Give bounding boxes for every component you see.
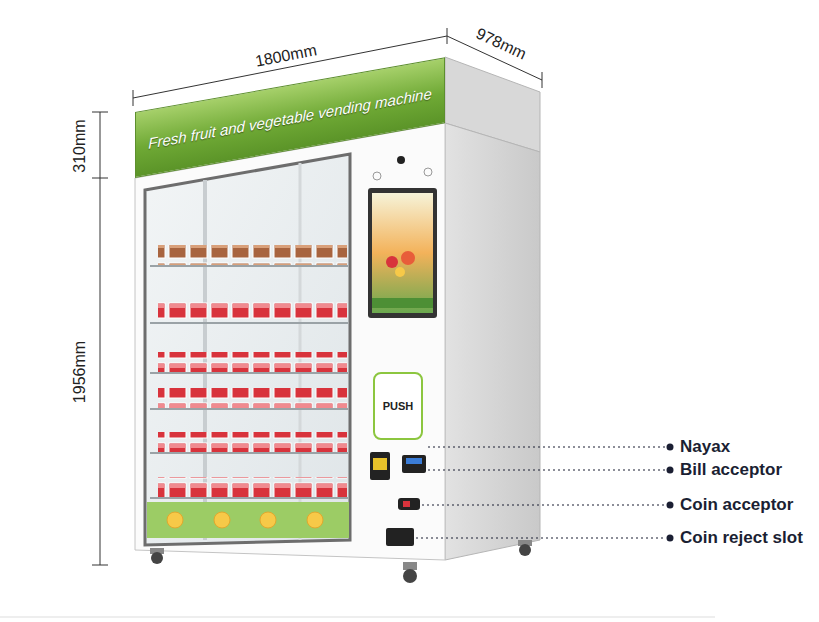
control-panel-part — [386, 256, 398, 268]
control-panel-part — [424, 168, 432, 176]
control-panel-part — [401, 251, 415, 265]
leader-lines-part — [416, 537, 666, 538]
control-panel-part — [406, 458, 422, 464]
control-panel-part — [373, 458, 387, 470]
glass-window-part — [150, 266, 348, 498]
dimension-label: 310mm — [71, 119, 89, 172]
glass-window-part — [147, 502, 349, 538]
leader-lines — [416, 447, 666, 538]
glass-window-part-part — [260, 512, 276, 528]
dimension-lines — [92, 28, 542, 565]
control-panel-part — [403, 501, 410, 507]
callout-label: Coin reject slot — [680, 529, 803, 548]
dimension-label: 978mm — [473, 25, 529, 64]
cabinet-part — [135, 123, 445, 560]
coin-reject-slot — [386, 528, 414, 546]
glass-window-part-part — [307, 512, 323, 528]
dimension-label: 1800mm — [254, 41, 318, 70]
leader-dots-part — [667, 502, 674, 509]
control-panel-part — [372, 193, 433, 313]
glass-window-part — [158, 432, 347, 452]
casters-part — [403, 569, 417, 583]
dimension-lines-part — [100, 112, 101, 565]
control-panel-part — [368, 188, 437, 318]
glass-window-part-part — [150, 497, 348, 499]
cabinet-part — [445, 123, 540, 560]
glass-window-part — [158, 352, 347, 372]
casters-part — [403, 562, 417, 570]
callout-label: Coin reject slot — [680, 529, 803, 548]
callout-label: Bill acceptor — [680, 461, 782, 480]
callout-label: Nayax — [680, 438, 730, 457]
ground-line — [0, 617, 715, 618]
dimension-lines-part — [92, 112, 108, 113]
casters — [150, 540, 532, 583]
callout-label: Coin acceptor — [680, 496, 793, 515]
glass-window-part — [158, 245, 347, 265]
dimension-label: 978mm — [473, 25, 529, 63]
bill-acceptor — [402, 455, 426, 473]
leader-lines-part — [422, 504, 666, 505]
nayax-reader — [370, 452, 390, 480]
control-panel — [368, 156, 437, 546]
leader-lines-part — [428, 446, 666, 447]
casters-part — [519, 544, 531, 556]
dimension-label: 310mm — [71, 119, 89, 172]
glass-window-part — [158, 388, 347, 408]
control-panel-part — [372, 298, 433, 308]
leader-dots-part — [667, 444, 674, 451]
dimension-label: 1956mm — [71, 341, 89, 403]
callout-label: Coin acceptor — [680, 496, 793, 515]
glass-window-part-part — [150, 322, 348, 324]
coin-acceptor — [398, 498, 420, 510]
glass-window-part-part — [214, 512, 230, 528]
push-door: PUSH — [373, 372, 423, 440]
dimension-lines-part — [542, 72, 543, 88]
glass-window-part-part — [167, 512, 183, 528]
glass-window-part — [145, 154, 350, 545]
glass-window-part-part — [150, 452, 348, 454]
leader-dots — [667, 444, 674, 542]
glass-window — [145, 154, 350, 545]
control-panel-part — [397, 156, 405, 164]
dimension-lines-part — [92, 178, 108, 179]
node-text: PUSH — [383, 400, 414, 412]
leader-dots-part — [667, 535, 674, 542]
leader-lines-part — [428, 469, 666, 470]
glass-window-part-part — [150, 265, 348, 267]
dimension-lines-part — [92, 565, 108, 566]
control-panel-part — [395, 267, 405, 277]
glass-window-part — [158, 477, 347, 497]
casters-part — [151, 552, 163, 564]
dimension-lines-part — [133, 90, 134, 106]
glass-window-part — [158, 302, 347, 322]
cabinet — [135, 57, 540, 560]
callout-label: Bill acceptor — [680, 461, 782, 480]
glass-window-part-part — [150, 408, 348, 410]
control-panel-part — [373, 172, 381, 180]
leader-dots-part — [667, 467, 674, 474]
glass-window-part-part — [150, 372, 348, 374]
dimension-label: 1800mm — [254, 41, 319, 70]
dimension-label: 1956mm — [71, 341, 89, 403]
callout-label: Nayax — [680, 438, 730, 457]
glass-window-part — [167, 512, 323, 528]
